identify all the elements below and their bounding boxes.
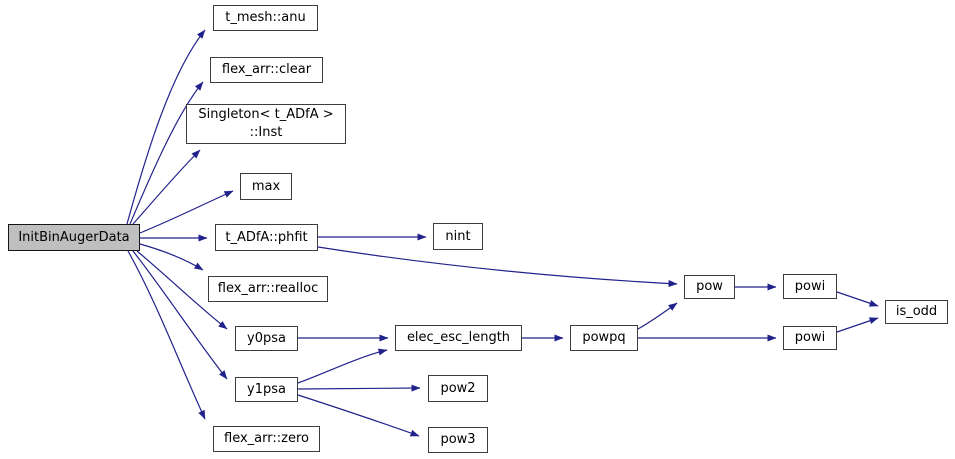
node-powi-top[interactable]: powi: [783, 274, 837, 299]
node-nint[interactable]: nint: [433, 223, 483, 250]
edge-phfit-to-pow: [317, 246, 678, 288]
node-pow3[interactable]: pow3: [428, 427, 488, 453]
node-flex-arr-clear[interactable]: flex_arr::clear: [210, 57, 323, 83]
node-y1psa[interactable]: y1psa: [235, 377, 298, 402]
edge-init-to-y1psa: [132, 250, 228, 380]
edge-y1psa-to-pow2: [297, 384, 421, 392]
edge-init-to-realloc: [139, 243, 204, 271]
edge-y1psa-to-pow3: [297, 394, 420, 437]
edge-y1psa-to-elec: [297, 348, 388, 384]
node-singleton-inst[interactable]: Singleton< t_ADfA > ::Inst: [186, 104, 346, 144]
edge-powi1-to-isodd: [836, 291, 879, 307]
node-t-mesh-anu[interactable]: t_mesh::anu: [213, 5, 318, 31]
edge-init-to-clear: [129, 81, 204, 225]
node-pow2[interactable]: pow2: [428, 375, 488, 402]
edge-powi2-to-isodd: [836, 317, 879, 333]
node-max[interactable]: max: [240, 173, 292, 200]
edge-powpq-to-pow: [637, 302, 678, 330]
node-is-odd[interactable]: is_odd: [885, 300, 948, 324]
node-t-adfa-phfit[interactable]: t_ADfA::phfit: [215, 224, 318, 251]
node-flex-arr-realloc[interactable]: flex_arr::realloc: [208, 276, 328, 302]
edge-init-to-anu: [126, 29, 206, 225]
node-elec-esc-length[interactable]: elec_esc_length: [395, 325, 522, 351]
edge-init-to-y0psa: [136, 250, 228, 330]
node-y0psa[interactable]: y0psa: [235, 326, 298, 351]
node-flex-arr-zero[interactable]: flex_arr::zero: [213, 426, 320, 452]
edge-init-to-zero: [127, 250, 206, 420]
node-initbinaugerdata[interactable]: InitBinAugerData: [8, 224, 140, 251]
node-pow[interactable]: pow: [684, 275, 735, 299]
node-powi-bottom[interactable]: powi: [783, 326, 837, 350]
edge-init-to-singleton: [132, 149, 201, 225]
node-powpq[interactable]: powpq: [570, 325, 638, 351]
edge-init-to-max: [139, 190, 234, 234]
